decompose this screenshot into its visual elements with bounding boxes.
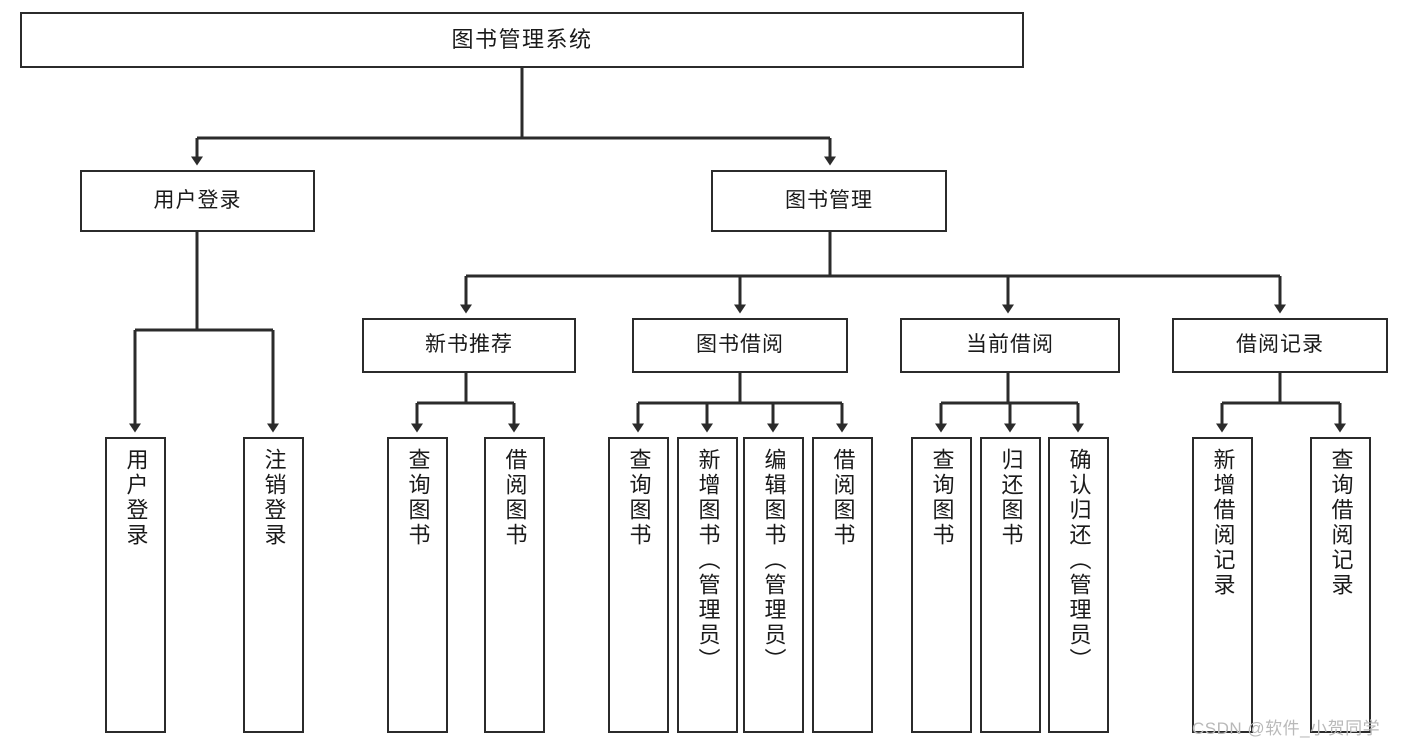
node-leaf-query-book-recommend[interactable]: 查询图书 [387,437,448,733]
node-leaf-return-book[interactable]: 归还图书 [980,437,1041,733]
node-leaf-query-borrow-record[interactable]: 查询借阅记录 [1310,437,1371,733]
node-label: 借阅图书 [502,448,528,548]
node-label: 图书借阅 [696,333,784,357]
node-label: 用户登录 [123,448,149,548]
node-book-management[interactable]: 图书管理 [711,170,947,232]
node-label: 归还图书 [998,448,1024,548]
node-label: 注销登录 [261,448,287,548]
node-label: 查询借阅记录 [1328,448,1354,598]
node-leaf-confirm-return-admin[interactable]: 确认归还（管理员） [1048,437,1109,733]
node-label: 图书管理 [785,188,873,212]
node-leaf-logout[interactable]: 注销登录 [243,437,304,733]
node-label: 新增图书（管理员） [695,448,721,673]
node-leaf-add-book-admin[interactable]: 新增图书（管理员） [677,437,738,733]
node-label: 当前借阅 [966,333,1054,357]
csdn-watermark: CSDN @软件_小贺同学 [1192,719,1381,738]
node-leaf-add-borrow-record[interactable]: 新增借阅记录 [1192,437,1253,733]
node-label: 查询图书 [626,448,652,548]
node-label: 借阅记录 [1236,333,1324,357]
node-label: 编辑图书（管理员） [761,448,787,673]
node-leaf-borrow-book-recommend[interactable]: 借阅图书 [484,437,545,733]
node-leaf-query-book-current[interactable]: 查询图书 [911,437,972,733]
node-leaf-edit-book-admin[interactable]: 编辑图书（管理员） [743,437,804,733]
node-label: 用户登录 [153,188,242,212]
node-user-login[interactable]: 用户登录 [80,170,315,232]
node-label: 新增借阅记录 [1210,448,1236,598]
node-label: 图书管理系统 [451,27,593,53]
node-leaf-user-login[interactable]: 用户登录 [105,437,166,733]
node-leaf-query-book-borrow[interactable]: 查询图书 [608,437,669,733]
node-label: 借阅图书 [830,448,856,548]
node-new-book-recommend[interactable]: 新书推荐 [362,318,576,373]
node-label: 查询图书 [405,448,431,548]
node-root-book-management-system[interactable]: 图书管理系统 [20,12,1024,68]
node-borrow-record[interactable]: 借阅记录 [1172,318,1388,373]
node-book-borrow[interactable]: 图书借阅 [632,318,848,373]
node-leaf-borrow-book[interactable]: 借阅图书 [812,437,873,733]
node-label: 确认归还（管理员） [1066,448,1092,673]
node-label: 查询图书 [929,448,955,548]
node-label: 新书推荐 [425,333,513,357]
node-current-borrow[interactable]: 当前借阅 [900,318,1120,373]
